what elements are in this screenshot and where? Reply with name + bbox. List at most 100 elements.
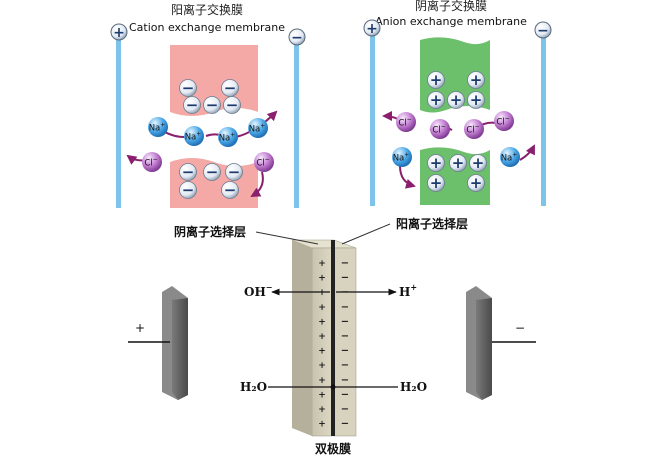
cation-fixed-charge: − xyxy=(203,96,221,114)
anion-exchange-panel: 阴离子交换膜 Anion exchange membrane + − +++++… xyxy=(363,0,552,206)
svg-text:+: + xyxy=(430,71,443,89)
bipolar-junction-dot xyxy=(330,384,336,390)
cation-right-electrode-cap xyxy=(288,28,306,46)
anion-na-ion: Na+ xyxy=(500,147,520,167)
cation-fixed-charge: − xyxy=(203,163,221,181)
anion-left-electrode-cap xyxy=(363,19,381,37)
cation-na-ion: Na+ xyxy=(184,126,204,146)
cation-fixed-charge: − xyxy=(225,163,243,181)
anion-mobile-ions: Cl−Cl−Cl−Cl−Na+Na+ xyxy=(392,111,520,167)
svg-text:+: + xyxy=(470,91,483,109)
anion-layer-charge: + xyxy=(318,317,326,327)
cation-right-electrode-sign: − xyxy=(291,30,303,46)
svg-text:+: + xyxy=(452,154,465,172)
cation-fixed-charge: − xyxy=(223,96,241,114)
svg-text:+: + xyxy=(470,71,483,89)
anion-fixed-charge: + xyxy=(427,91,445,109)
anion-cl-ion: Cl− xyxy=(494,111,514,131)
cation-exchange-panel: 阳离子交换膜 Cation exchange membrane + − −−−−… xyxy=(110,2,306,208)
bipolar-left-electrode-sign: + xyxy=(135,321,145,335)
anion-fixed-charge: + xyxy=(447,91,465,109)
svg-text:−: − xyxy=(182,181,195,199)
cation-layer-charge: − xyxy=(341,389,349,400)
anion-fixed-charge: + xyxy=(449,154,467,172)
anion-cl-ion: Cl− xyxy=(464,119,484,139)
cation-na-ion: Na+ xyxy=(148,117,168,137)
cation-na-ion: Na+ xyxy=(248,118,268,138)
cation-fixed-charge: − xyxy=(221,79,239,97)
anion-layer-charge: + xyxy=(318,390,326,400)
cation-title-en: Cation exchange membrane xyxy=(129,21,285,34)
cation-fixed-charge: − xyxy=(183,96,201,114)
cation-left-electrode-sign: + xyxy=(113,25,125,41)
anion-left-electrode-sign: + xyxy=(366,21,378,37)
svg-text:+: + xyxy=(450,91,463,109)
cation-layer-charge: − xyxy=(341,316,349,327)
anion-fixed-charge: + xyxy=(467,71,485,89)
anion-title-en: Anion exchange membrane xyxy=(375,15,527,28)
water-right-label: H₂O xyxy=(400,380,427,394)
cation-layer-charge: − xyxy=(341,273,349,284)
anion-right-electrode-cap xyxy=(534,21,552,39)
cation-layer-charge: − xyxy=(341,360,349,371)
cation-fixed-charge: − xyxy=(221,181,239,199)
svg-text:−: − xyxy=(224,79,237,97)
anion-fixed-charge: + xyxy=(467,91,485,109)
cation-fixed-charge: − xyxy=(179,79,197,97)
cation-cl-ion: Cl− xyxy=(142,152,162,172)
anion-cl-ion: Cl− xyxy=(430,119,450,139)
svg-text:+: + xyxy=(472,154,485,172)
bipolar-layer-charges: +−+−+−+−+−+−+−+−+−+−+−+− xyxy=(318,258,349,430)
cation-layer-charge: − xyxy=(341,375,349,386)
cation-na-ion: Na+ xyxy=(218,127,238,147)
bipolar-membrane-left-side xyxy=(292,240,312,436)
svg-text:−: − xyxy=(224,181,237,199)
anion-fixed-charge: + xyxy=(427,174,445,192)
svg-text:−: − xyxy=(186,96,199,114)
anion-right-electrode xyxy=(541,30,546,206)
anion-na-right-arrow xyxy=(519,144,535,161)
cation-right-electrode xyxy=(294,35,299,208)
bipolar-junction-line xyxy=(331,240,335,436)
cation-layer-charge: − xyxy=(341,302,349,313)
anion-layer-callout xyxy=(255,231,319,245)
cation-layer-label: 阳离子选择层 xyxy=(396,216,468,231)
cation-layer-charge: − xyxy=(341,346,349,357)
cation-title-cn: 阳离子交换膜 xyxy=(171,2,243,17)
cation-layer-charge: − xyxy=(341,287,349,298)
cation-fixed-charge: − xyxy=(179,181,197,199)
h-label: H+ xyxy=(399,282,417,299)
svg-text:−: − xyxy=(228,163,241,181)
cation-mobile-ions: Na+Na+Na+Na+Cl−Cl− xyxy=(142,117,274,172)
bipolar-membrane-label: 双极膜 xyxy=(315,441,351,456)
svg-text:−: − xyxy=(206,96,219,114)
anion-fixed-charge: + xyxy=(467,174,485,192)
anion-left-electrode xyxy=(370,28,375,206)
anion-na-left-arrow xyxy=(399,165,416,189)
anion-fixed-charge: + xyxy=(469,154,487,172)
anion-layer-charge: + xyxy=(318,361,326,371)
anion-layer-charge: + xyxy=(318,332,326,342)
cation-fixed-charge: − xyxy=(179,163,197,181)
svg-text:+: + xyxy=(430,91,443,109)
bipolar-left-electrode-face xyxy=(172,298,188,400)
anion-layer-label: 阴离子选择层 xyxy=(174,224,246,239)
water-left-label: H₂O xyxy=(240,380,267,394)
anion-layer-charge: + xyxy=(318,303,326,313)
svg-text:−: − xyxy=(206,163,219,181)
svg-text:+: + xyxy=(430,174,443,192)
anion-layer-charge: + xyxy=(318,347,326,357)
cation-layer-charge: − xyxy=(341,258,349,269)
svg-text:+: + xyxy=(430,154,443,172)
cation-cl-right-arrow xyxy=(250,171,264,197)
anion-layer-charge: + xyxy=(318,288,326,298)
anion-layer-charge: + xyxy=(318,259,326,269)
cation-left-electrode xyxy=(116,30,121,208)
cation-layer-charge: − xyxy=(341,331,349,342)
anion-title-cn: 阴离子交换膜 xyxy=(415,0,487,13)
anion-fixed-charge: + xyxy=(427,71,445,89)
cation-layer-charge: − xyxy=(341,419,349,430)
anion-layer-charge: + xyxy=(318,274,326,284)
bipolar-right-electrode-sign: − xyxy=(515,321,525,335)
